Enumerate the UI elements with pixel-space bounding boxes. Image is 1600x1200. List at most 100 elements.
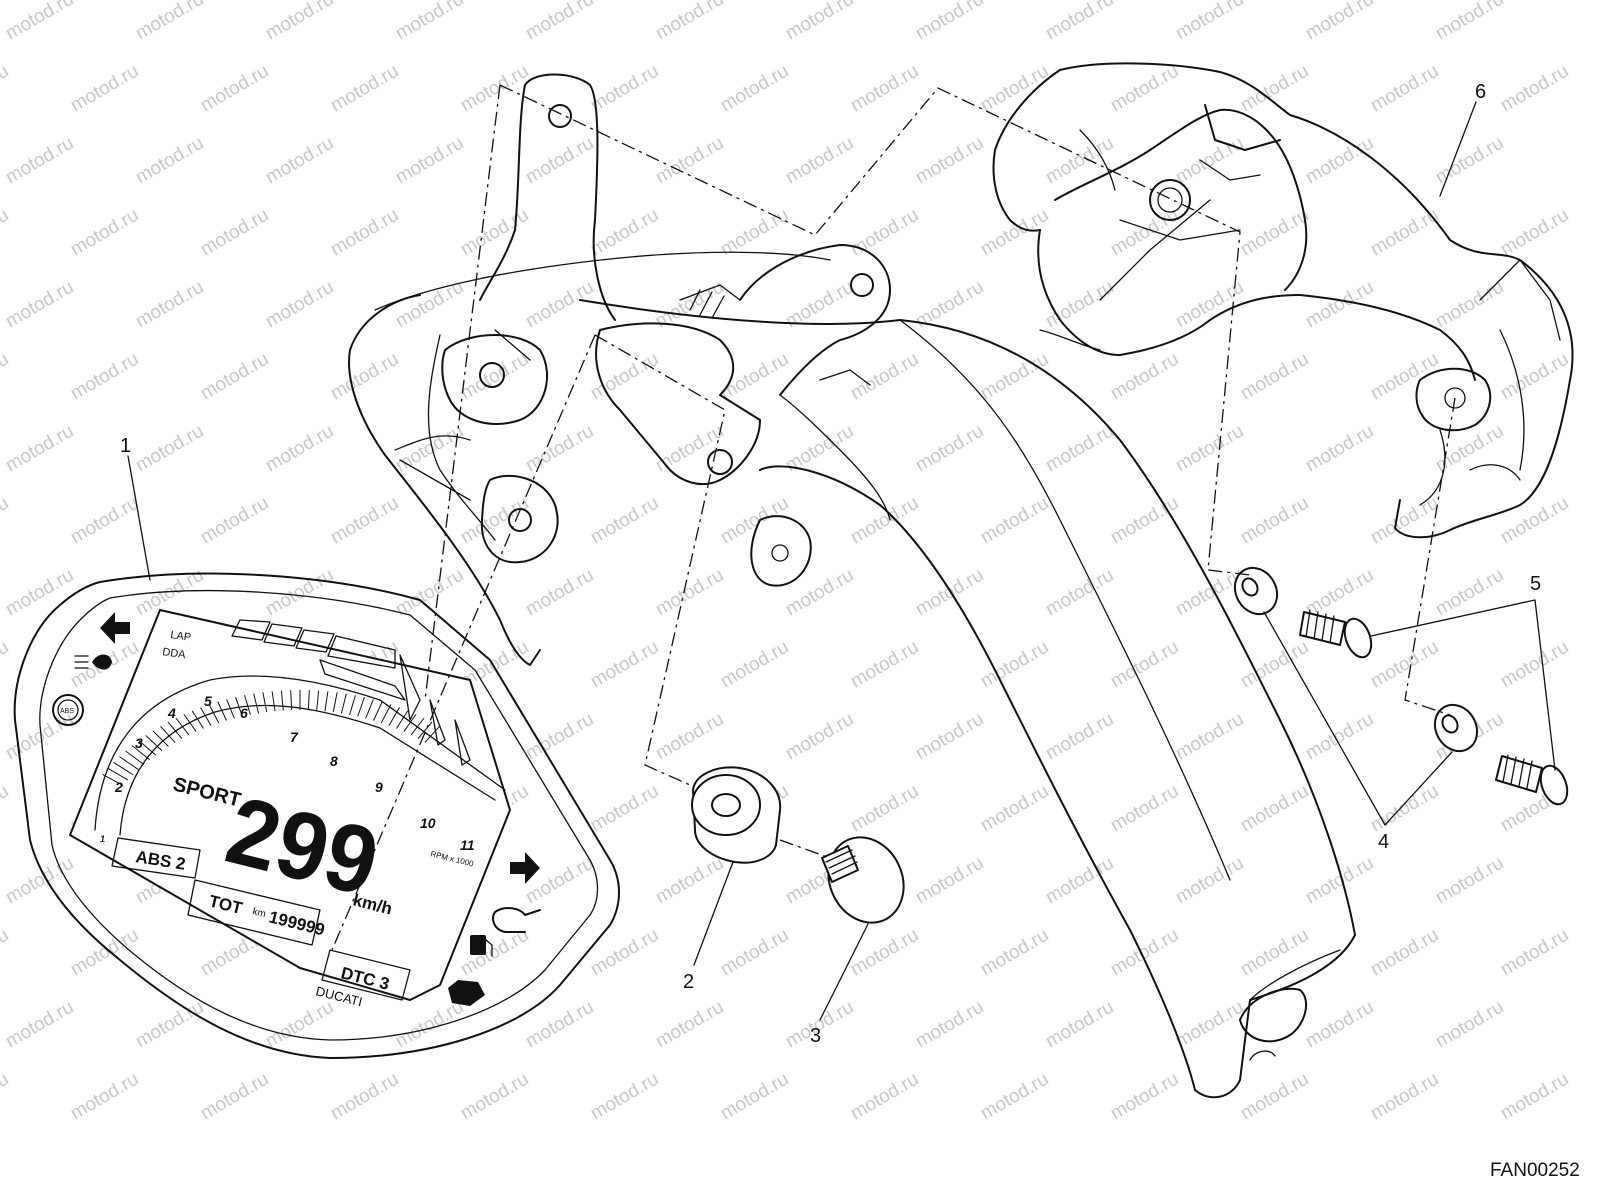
odometer-unit: km <box>251 906 267 920</box>
watermark-text: motod.ru <box>1237 781 1312 837</box>
watermark-text: motod.ru <box>847 205 922 261</box>
watermark-text: motod.ru <box>327 349 402 405</box>
watermark-text: motod.ru <box>1432 565 1507 621</box>
watermark-text: motod.ru <box>717 61 792 117</box>
rpm-hatch-line <box>235 696 243 717</box>
watermark-text: motod.ru <box>587 637 662 693</box>
watermark-text: motod.ru <box>977 637 1052 693</box>
watermark-text: motod.ru <box>132 0 207 44</box>
watermark-text: motod.ru <box>2 421 77 477</box>
watermark-text: motod.ru <box>1107 637 1182 693</box>
watermark-text: motod.ru <box>457 349 532 405</box>
watermark-text: motod.ru <box>847 781 922 837</box>
watermark-text: motod.ru <box>847 1069 922 1125</box>
watermark-text: motod.ru <box>457 205 532 261</box>
watermark-text: motod.ru <box>652 0 727 44</box>
watermark-text: motod.ru <box>327 205 402 261</box>
watermark-text: motod.ru <box>0 205 12 261</box>
watermark-text: motod.ru <box>2 565 77 621</box>
screw-lower <box>1495 754 1569 806</box>
watermark-text: motod.ru <box>652 997 727 1053</box>
watermark-text: motod.ru <box>587 205 662 261</box>
lap-label: LAP <box>170 629 192 644</box>
rpm-hatch-line <box>403 713 417 732</box>
rpm-tick-label: 8 <box>330 753 338 769</box>
rpm-tick-label: 7 <box>290 729 299 745</box>
rpm-hatch-line <box>217 701 227 721</box>
rubber-grommet <box>691 766 782 864</box>
watermark-text: motod.ru <box>587 493 662 549</box>
watermark-text: motod.ru <box>0 781 12 837</box>
watermark-text: motod.ru <box>522 133 597 189</box>
watermark-text: motod.ru <box>652 709 727 765</box>
watermark-text: motod.ru <box>587 781 662 837</box>
watermark-text: motod.ru <box>1172 277 1247 333</box>
rpm-hatch-line <box>262 692 268 713</box>
rpm-hatch-line <box>365 699 374 719</box>
screw-upper <box>1299 609 1373 659</box>
watermark-text: motod.ru <box>1367 205 1442 261</box>
rpm-tick-label: 4 <box>167 705 176 721</box>
watermark-text: motod.ru <box>1497 925 1572 981</box>
watermark-text: motod.ru <box>1237 1069 1312 1125</box>
callout-4: 4 <box>1378 831 1389 853</box>
rpm-hatch-line <box>316 690 320 711</box>
watermark-text: motod.ru <box>912 133 987 189</box>
watermark-text: motod.ru <box>522 565 597 621</box>
rpm-hatch-line <box>380 704 392 724</box>
watermark-text: motod.ru <box>847 925 922 981</box>
watermark-text: motod.ru <box>1107 349 1182 405</box>
rpm-hatch-line <box>410 717 425 736</box>
watermark-text: motod.ru <box>457 925 532 981</box>
watermark-text: motod.ru <box>1497 637 1572 693</box>
watermark-text: motod.ru <box>0 61 12 117</box>
watermark-text: motod.ru <box>132 421 207 477</box>
watermark-text: motod.ru <box>1237 205 1312 261</box>
watermark-text: motod.ru <box>977 1069 1052 1125</box>
watermark-text: motod.ru <box>912 997 987 1053</box>
watermark-text: motod.ru <box>2 133 77 189</box>
watermark-text: motod.ru <box>1107 925 1182 981</box>
rpm-hatch-line <box>357 696 365 717</box>
watermark-text: motod.ru <box>977 61 1052 117</box>
watermark-text: motod.ru <box>1367 925 1442 981</box>
rpm-hatch-line <box>107 767 129 781</box>
rpm-tick-label: 3 <box>135 735 143 751</box>
watermark-text: motod.ru <box>977 925 1052 981</box>
watermark-text: motod.ru <box>197 493 272 549</box>
headlight-support-bracket <box>348 73 1356 1099</box>
watermark-text: motod.ru <box>132 997 207 1053</box>
watermark-text: motod.ru <box>782 0 857 44</box>
watermark-text: motod.ru <box>1172 133 1247 189</box>
watermark-text: motod.ru <box>132 277 207 333</box>
rpm-hatch-line <box>125 750 145 766</box>
rpm-hatch-line <box>226 699 235 719</box>
dda-label: DDA <box>162 646 187 661</box>
watermark-text: motod.ru <box>1237 925 1312 981</box>
watermark-text: motod.ru <box>1107 493 1182 549</box>
watermark-text: motod.ru <box>67 1069 142 1125</box>
watermark-text: motod.ru <box>652 133 727 189</box>
watermark-text: motod.ru <box>1367 1069 1442 1125</box>
watermark-text: motod.ru <box>1042 421 1117 477</box>
watermark-text: motod.ru <box>1432 277 1507 333</box>
watermark-text: motod.ru <box>782 133 857 189</box>
rpm-tick-label: 11 <box>460 837 475 853</box>
watermark-text: motod.ru <box>977 493 1052 549</box>
rpm-hatch-line <box>373 701 383 721</box>
watermark-text: motod.ru <box>912 565 987 621</box>
front-fairing-cover <box>992 62 1574 539</box>
watermark-text: motod.ru <box>717 925 792 981</box>
watermark-text: motod.ru <box>847 637 922 693</box>
watermark-text: motod.ru <box>1042 709 1117 765</box>
watermark-text: motod.ru <box>847 61 922 117</box>
watermark-text: motod.ru <box>1042 0 1117 44</box>
watermark-text: motod.ru <box>912 421 987 477</box>
watermark-text: motod.ru <box>197 205 272 261</box>
watermark-text: motod.ru <box>782 565 857 621</box>
watermark-text: motod.ru <box>457 1069 532 1125</box>
mounting-bushing <box>821 836 905 924</box>
watermark-text: motod.ru <box>1172 421 1247 477</box>
watermark-text: motod.ru <box>522 277 597 333</box>
